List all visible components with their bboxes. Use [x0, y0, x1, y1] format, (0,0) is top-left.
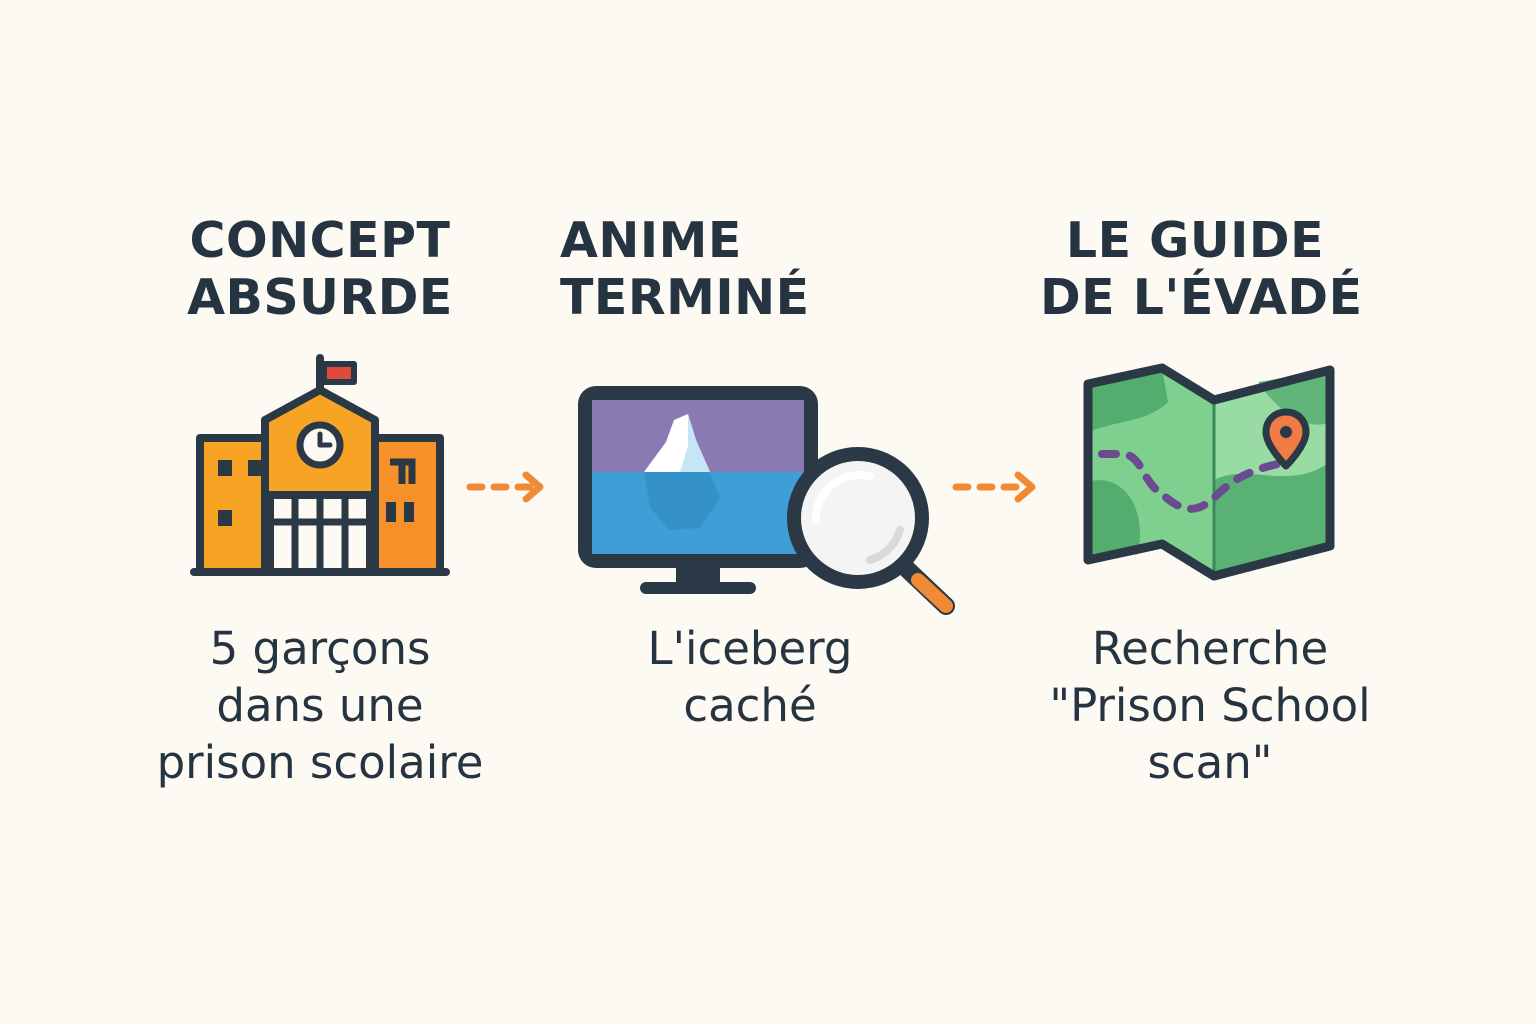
step-2-title: ANIME TERMINÉ	[560, 212, 820, 326]
step-3-desc-line-3: scan"	[1147, 736, 1273, 789]
step-1-description: 5 garçons dans une prison scolaire	[130, 620, 510, 791]
step-3-title-line-2: DE L'ÉVADÉ	[1040, 269, 1363, 326]
step-3-description: Recherche "Prison School scan"	[1020, 620, 1400, 791]
arrow-step-2-to-3	[952, 471, 1036, 503]
monitor-iceberg-magnifier-icon	[578, 386, 955, 615]
step-1-title-line-1: CONCEPT	[189, 212, 451, 269]
school-building-icon	[190, 354, 450, 576]
step-2-title-line-1: ANIME	[560, 212, 742, 269]
arrow-step-1-to-2	[466, 471, 544, 503]
step-1-desc-line-1: 5 garçons	[209, 622, 431, 675]
step-3-title: LE GUIDE DE L'ÉVADÉ	[1040, 212, 1363, 326]
step-2-desc-line-2: caché	[683, 679, 817, 732]
folded-map-icon	[1083, 363, 1335, 581]
step-3-title-line-1: LE GUIDE	[1065, 212, 1325, 269]
step-1-title-line-2: ABSURDE	[187, 269, 453, 326]
step-1-desc-line-2: dans une	[216, 679, 424, 732]
step-3-desc-line-1: Recherche	[1091, 622, 1329, 675]
step-1-title: CONCEPT ABSURDE	[170, 212, 470, 326]
step-1-desc-line-3: prison scolaire	[156, 736, 484, 789]
step-2-desc-line-1: L'iceberg	[647, 622, 853, 675]
step-3-desc-line-2: "Prison School	[1049, 679, 1371, 732]
step-2-title-line-2: TERMINÉ	[560, 269, 810, 326]
step-2-description: L'iceberg caché	[600, 620, 900, 734]
